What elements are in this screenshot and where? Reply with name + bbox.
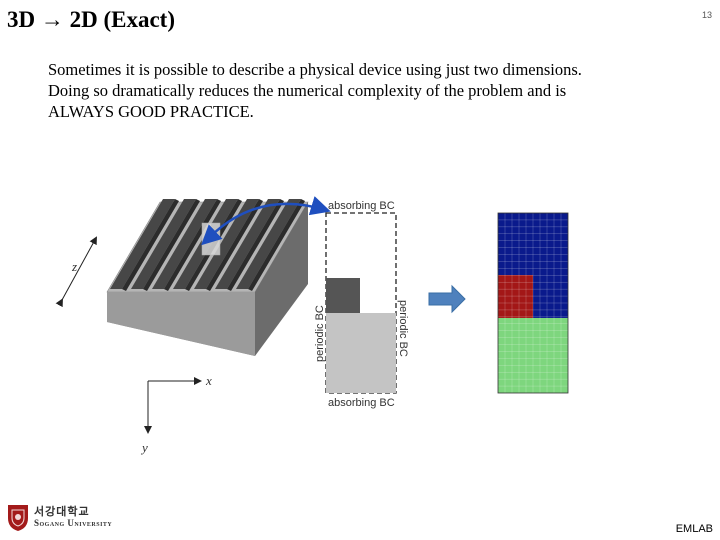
slide-title: 3D → 2D (Exact) — [7, 7, 175, 32]
absorbing-bc-top-label: absorbing BC — [328, 200, 395, 212]
grating-3d — [106, 199, 309, 356]
university-seal-icon — [8, 505, 28, 531]
y-axis-label: y — [140, 440, 148, 455]
grating-ridge — [110, 199, 175, 289]
grating-ridge — [152, 199, 217, 289]
footer-label: EMLAB — [675, 523, 713, 535]
body-line: Doing so dramatically reduces the numeri… — [48, 81, 567, 100]
grating-tooth — [326, 278, 360, 313]
body-line: Sometimes it is possible to describe a p… — [48, 60, 582, 79]
right-arrow-icon — [428, 284, 466, 314]
unit-cell-highlight — [201, 222, 221, 256]
z-axis-arrow — [55, 236, 97, 308]
grating-ridge-side — [122, 199, 179, 291]
x-axis-label: x — [205, 373, 212, 388]
slide-number: 13 — [701, 10, 712, 20]
substrate-block — [326, 313, 396, 393]
z-axis-label: z — [71, 259, 77, 274]
logo-english: Sogang University — [34, 518, 113, 528]
periodic-bc-right-label: periodic BC — [397, 300, 409, 357]
periodic-bc-left-label: periodic BC — [314, 305, 326, 362]
grid-border — [497, 212, 569, 394]
sogang-logo: 서강대학교 Sogang University — [4, 500, 114, 536]
discretized-grid — [497, 212, 569, 394]
body-line: ALWAYS GOOD PRACTICE. — [48, 102, 254, 121]
grating-ridge-side — [143, 199, 200, 291]
body-text: Sometimes it is possible to describe a p… — [48, 59, 668, 122]
grating-ridge — [131, 199, 196, 289]
absorbing-bc-bottom-label: absorbing BC — [328, 397, 395, 409]
unit-cell-2d — [325, 212, 397, 394]
logo-korean: 서강대학교 — [34, 505, 90, 518]
mapping-arrow — [201, 196, 331, 246]
